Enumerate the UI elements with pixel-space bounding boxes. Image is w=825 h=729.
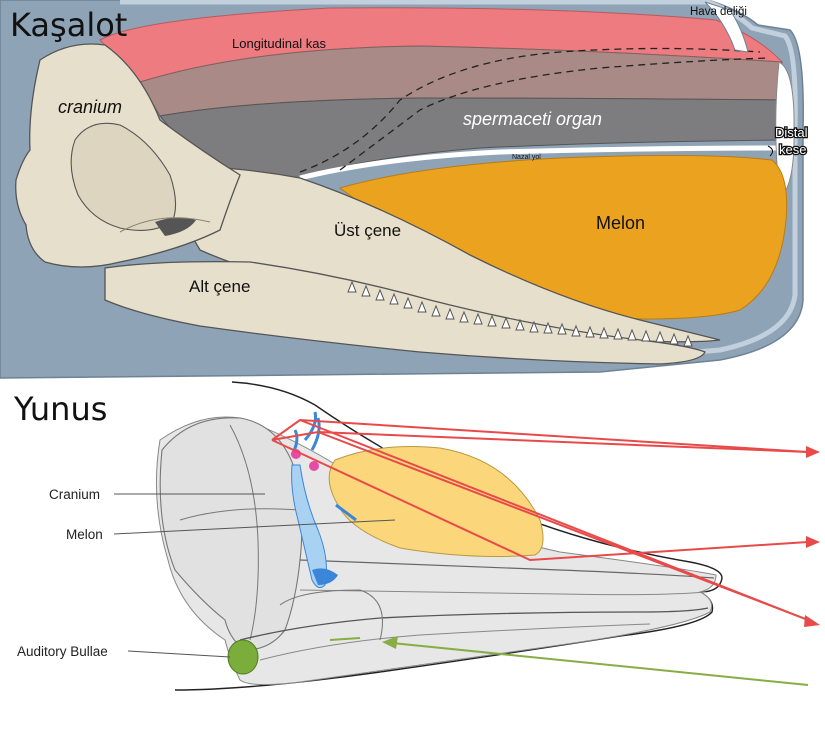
dashed-passage-2 — [339, 57, 771, 171]
dashed-passage-1 — [299, 47, 761, 173]
echo-return-line — [391, 642, 809, 686]
dolphin-nasal-sac — [312, 568, 338, 585]
upper-jaw-label: Üst çene — [334, 221, 401, 240]
lower-jaw-bone — [104, 260, 706, 365]
dolphin-skull — [159, 417, 303, 651]
distal-sac-pointer — [767, 145, 774, 157]
spermaceti-organ-label: spermaceti organ — [463, 109, 602, 129]
sperm-whale-title: Kaşalot — [10, 6, 127, 44]
blowhole-label: Hava deliği — [690, 6, 747, 18]
dolphin-title: Yunus — [13, 390, 107, 428]
auditory-bullae — [227, 639, 259, 675]
sperm-whale-panel — [0, 0, 804, 379]
bullae-leader — [127, 650, 231, 658]
teeth — [347, 280, 693, 347]
nasal-passage-label: Nazal yol — [512, 154, 541, 161]
dolphin-nasal-passage — [291, 464, 327, 589]
melon-label-sperm: Melon — [596, 213, 645, 233]
sperm-whale-skin-edge — [120, 0, 798, 363]
cranium-label-dolphin: Cranium — [49, 487, 100, 502]
melon-label-dolphin: Melon — [66, 527, 103, 542]
lower-jaw-label: Alt çene — [189, 277, 250, 296]
nasal-passage — [299, 145, 783, 181]
dolphin-mandible — [239, 607, 709, 641]
cranium-shadow — [155, 217, 196, 236]
distal-sac-label-1: Distal — [775, 125, 808, 140]
melon-leader — [113, 519, 396, 535]
auditory-bullae-label: Auditory Bullae — [17, 644, 108, 659]
sound-arrowheads — [804, 446, 820, 627]
bullae-link — [329, 637, 361, 641]
dolphin-rostrum — [299, 559, 715, 579]
sound-beams — [271, 418, 809, 621]
cranium-label-sperm: cranium — [58, 97, 122, 117]
echo-return-arrowhead — [382, 636, 398, 649]
longitudinal-muscle-label: Longitudinal kas — [232, 36, 326, 51]
dolphin-panel — [113, 381, 820, 691]
phonic-lips-2 — [309, 461, 319, 471]
distal-sac-label-2: kese — [779, 142, 806, 157]
distal-sac — [775, 61, 795, 199]
blowhole — [704, 1, 749, 53]
